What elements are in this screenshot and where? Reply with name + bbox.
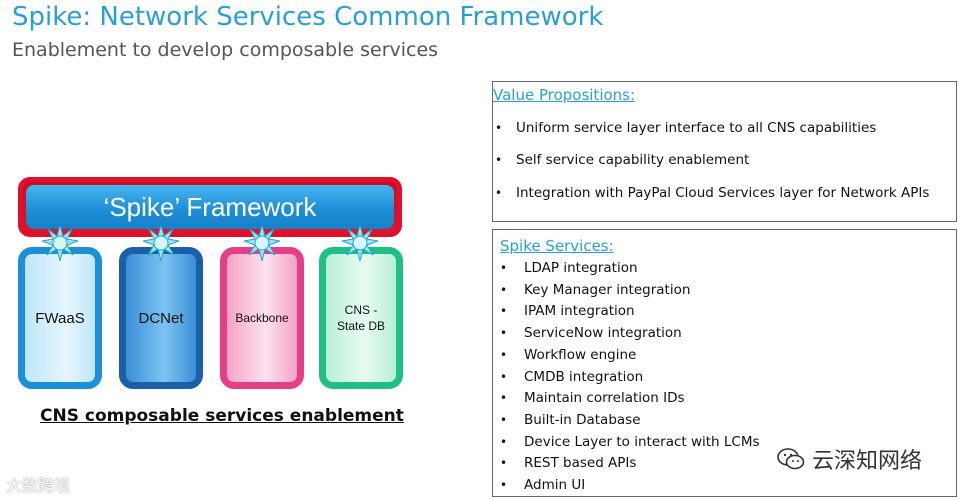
service-box-backbone: Backbone [220,247,304,389]
spike-framework-bar: ‘Spike’ Framework [18,177,402,237]
service-box-cns-state-db: CNS - State DB [319,247,403,389]
bullet: • [495,186,503,200]
wechat-icon [777,448,805,470]
bullet: • [500,282,508,297]
burst-connector-icon [143,225,179,261]
value-propositions-heading: Value Propositions: [493,86,636,104]
diagram-caption: CNS composable services enablement [40,406,404,426]
spike-service-item: Device Layer to interact with LCMs [524,433,760,450]
bullet: • [500,478,508,492]
watermark-right: 云深知网络 [776,443,922,475]
value-proposition-item: Integration with PayPal Cloud Services l… [516,185,930,201]
service-box-dcnet: DCNet [119,247,203,389]
value-propositions-panel: Value Propositions: • Uniform service la… [492,81,957,222]
bullet: • [500,456,508,471]
bullet: • [500,369,508,384]
spike-services-panel: Spike Services: • LDAP integration • Key Ma… [492,229,957,497]
spike-service-item: Maintain correlation IDs [524,390,685,407]
watermark-right-text: 云深知网络 [812,449,923,474]
value-proposition-item: Uniform service layer interface to all C… [516,120,877,136]
bullet: • [500,412,508,427]
spike-service-item: IPAM integration [524,303,635,320]
spike-framework-label: ‘Spike’ Framework [26,185,394,229]
spike-service-item: ServiceNow integration [524,325,682,342]
burst-connector-icon [244,225,280,261]
service-box-fwaas: FWaaS [18,247,102,389]
spike-service-item: Built-in Database [524,411,641,428]
watermark-left: 大数跨境 [6,472,70,496]
bullet: • [495,153,503,167]
spike-service-item: Workflow engine [524,346,637,363]
watermark-left-text: 大数跨境 [6,476,71,495]
spike-service-item: Key Manager integration [524,281,691,298]
bullet: • [500,347,508,362]
value-proposition-item: Self service capability enablement [516,152,750,168]
spike-service-item: REST based APIs [524,455,637,472]
bullet: • [500,304,508,319]
page-subtitle: Enablement to develop composable service… [12,39,439,61]
bullet: • [500,391,508,406]
spike-services-heading: Spike Services: [500,237,614,255]
bullet: • [500,434,508,449]
bullet: • [495,121,503,135]
burst-connector-icon [342,225,378,261]
page-title: Spike: Network Services Common Framework [12,2,604,32]
spike-service-item: CMDB integration [524,368,644,385]
burst-connector-icon [42,225,78,261]
spike-service-item: LDAP integration [524,260,638,276]
spike-service-item: Admin UI [524,477,586,493]
bullet: • [500,261,508,275]
bullet: • [500,326,508,341]
